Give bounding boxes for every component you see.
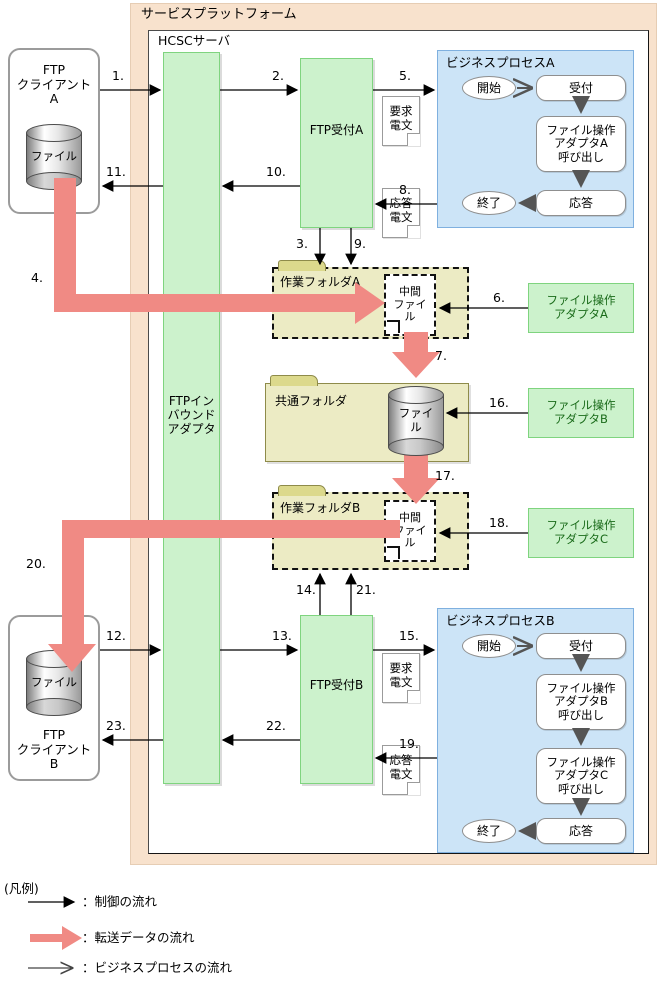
hcsc-server-title: HCSCサーバ — [158, 33, 231, 49]
bp-b-node-accept-label: 受付 — [568, 638, 593, 653]
service-platform-title: サービスプラットフォーム — [141, 7, 297, 23]
step-number-9: 9. — [354, 236, 366, 251]
request-message-b-label: 要求電文 — [389, 661, 413, 689]
intermediate-file-b-label: 中間ファイル — [393, 510, 427, 550]
step-number-20: 20. — [26, 556, 46, 571]
bp-b-node-respond[interactable]: 応答 — [536, 818, 626, 844]
request-message-a-doc — [382, 96, 420, 146]
business-process-b-title: ビジネスプロセスB — [446, 612, 555, 628]
folder-tab-icon — [270, 375, 318, 386]
step-number-16: 16. — [489, 395, 509, 410]
ftp-client-b-file-label: ファイル — [31, 675, 77, 690]
ftp-inbound-adapter-label: FTPインバウンドアダプタ — [167, 393, 216, 437]
step-number-10: 10. — [266, 164, 286, 179]
file-operation-adapter-b-box[interactable] — [528, 388, 634, 438]
common-folder-file-label: ファイル — [398, 406, 434, 434]
bp-a-node-end[interactable]: 終了 — [462, 191, 516, 215]
ftp-client-a-file-cylinder: ファイル — [26, 124, 82, 190]
legend-item-control-flow: ：制御の流れ — [82, 893, 158, 909]
step-number-14: 14. — [296, 582, 316, 597]
step-number-7: 7. — [435, 348, 447, 363]
step-number-15: 15. — [399, 628, 419, 643]
request-message-b-doc — [382, 653, 420, 703]
bp-b-node-accept[interactable]: 受付 — [536, 633, 626, 659]
step-number-3: 3. — [296, 236, 308, 251]
ftp-receiver-b-box[interactable] — [300, 615, 373, 784]
legend-item-business-process-flow: ：ビジネスプロセスの流れ — [82, 959, 233, 975]
bp-a-node-respond-label: 応答 — [568, 195, 593, 210]
ftp-receiver-b-label: FTP受付B — [309, 677, 364, 692]
step-number-19: 19. — [399, 736, 419, 751]
step-number-5: 5. — [399, 68, 411, 83]
bp-b-node-respond-label: 応答 — [568, 823, 593, 838]
response-message-b-doc — [382, 745, 420, 795]
work-folder-b-label: 作業フォルダB — [280, 500, 361, 515]
business-process-a-title: ビジネスプロセスA — [446, 54, 555, 70]
bp-b-node-end-label: 終了 — [476, 823, 501, 838]
bp-b-node-end[interactable]: 終了 — [462, 819, 516, 843]
file-operation-adapter-a-label: ファイル操作アダプタA — [546, 293, 616, 321]
step-number-8: 8. — [399, 182, 411, 197]
step-number-21: 21. — [356, 582, 376, 597]
response-message-b-label: 応答電文 — [389, 753, 413, 781]
ftp-inbound-adapter-box[interactable] — [163, 52, 220, 784]
file-operation-adapter-b-label: ファイル操作アダプタB — [546, 398, 616, 426]
bp-b-node-start-label: 開始 — [476, 638, 501, 653]
bp-b-node-start[interactable]: 開始 — [462, 634, 516, 658]
common-folder-file-cylinder: ファイル — [388, 386, 444, 456]
step-number-1: 1. — [112, 68, 124, 83]
step-number-17: 17. — [435, 468, 455, 483]
step-number-13: 13. — [272, 628, 292, 643]
bp-a-node-start-label: 開始 — [476, 80, 501, 95]
bp-a-node-accept-label: 受付 — [568, 80, 593, 95]
bp-a-node-start[interactable]: 開始 — [462, 76, 516, 100]
file-operation-adapter-c-box[interactable] — [528, 508, 634, 558]
legend-title: (凡例) — [4, 880, 39, 896]
legend-item-transfer-data-flow: ：転送データの流れ — [82, 929, 195, 945]
file-operation-adapter-c-label: ファイル操作アダプタC — [546, 518, 616, 546]
step-number-12: 12. — [106, 628, 126, 643]
work-folder-a-label: 作業フォルダA — [280, 274, 361, 289]
ftp-client-b-file-cylinder: ファイル — [26, 650, 82, 716]
step-number-23: 23. — [106, 718, 126, 733]
intermediate-file-a-label: 中間ファイル — [393, 284, 427, 324]
bp-a-node-accept[interactable]: 受付 — [536, 75, 626, 101]
response-message-a-doc — [382, 188, 420, 238]
common-folder-label: 共通フォルダ — [275, 393, 348, 408]
step-number-4: 4. — [31, 270, 43, 285]
step-number-2: 2. — [272, 68, 284, 83]
ftp-receiver-a-label: FTP受付A — [309, 122, 364, 137]
file-operation-adapter-a-box[interactable] — [528, 283, 634, 333]
page-fold-icon — [387, 546, 400, 559]
ftp-client-a-file-label: ファイル — [31, 149, 77, 164]
step-number-11: 11. — [106, 164, 126, 179]
bp-a-node-end-label: 終了 — [476, 195, 501, 210]
step-number-22: 22. — [266, 718, 286, 733]
step-number-6: 6. — [493, 290, 505, 305]
folder-tab-icon — [278, 260, 326, 271]
bp-a-node-respond[interactable]: 応答 — [536, 190, 626, 216]
page-fold-icon — [387, 320, 400, 333]
step-number-18: 18. — [489, 515, 509, 530]
folder-tab-icon — [278, 485, 326, 496]
request-message-a-label: 要求電文 — [389, 104, 413, 132]
ftp-receiver-a-box[interactable] — [300, 58, 373, 228]
